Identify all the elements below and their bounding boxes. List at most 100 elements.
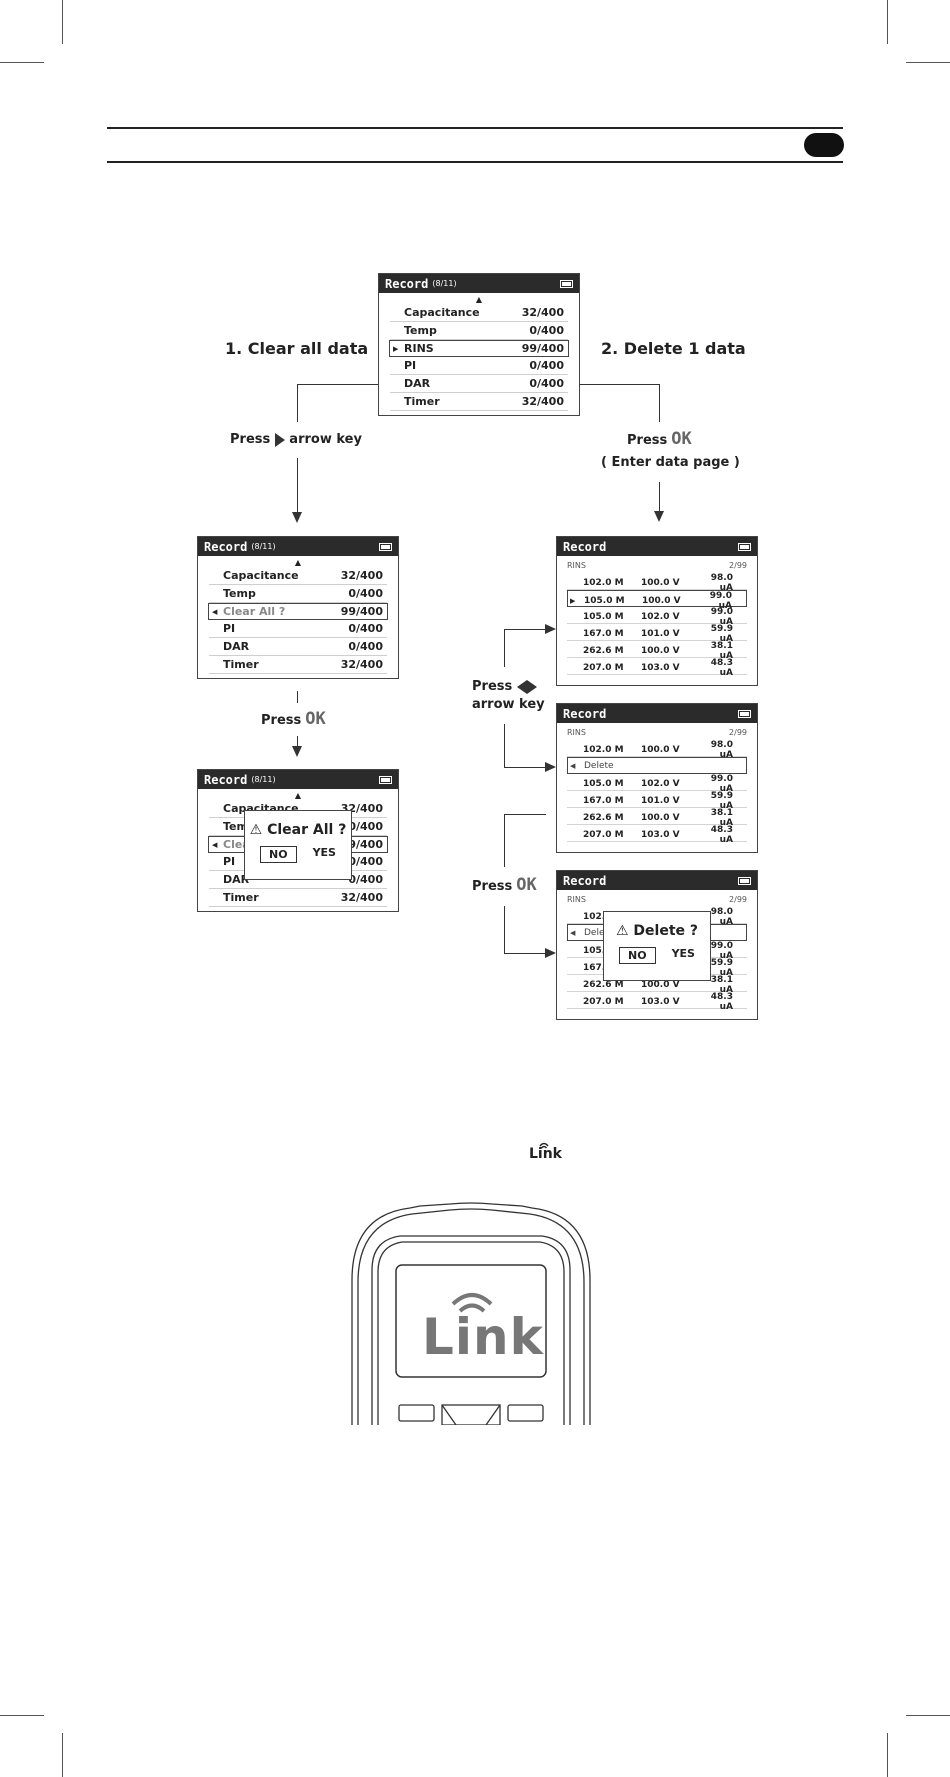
back-arrow-icon: ◀ bbox=[570, 761, 576, 770]
device-screen-logo: Link bbox=[422, 1308, 544, 1366]
step-clear-all-title: 1. Clear all data bbox=[225, 339, 369, 358]
no-button[interactable]: NO bbox=[260, 846, 297, 863]
crop-mark bbox=[62, 0, 63, 44]
step-delete-one-title: 2. Delete 1 data bbox=[601, 339, 746, 358]
page-counter: 2/99 bbox=[729, 728, 747, 737]
arrow-key-label: arrow key bbox=[472, 697, 545, 712]
screen-header: Record bbox=[557, 871, 757, 890]
rins-label: RINS bbox=[567, 728, 586, 737]
ok-key-icon: OK bbox=[516, 875, 537, 895]
screen-title: Record bbox=[204, 539, 248, 554]
screen-header: Record bbox=[557, 704, 757, 723]
battery-icon bbox=[738, 876, 751, 885]
select-arrow-icon: ▶ bbox=[570, 597, 576, 605]
connector-line bbox=[659, 482, 660, 511]
crop-mark bbox=[887, 0, 888, 44]
page-counter: 2/99 bbox=[729, 561, 747, 570]
screen-header: Record (8/11) bbox=[198, 537, 398, 556]
yes-button[interactable]: YES bbox=[312, 846, 336, 859]
arrow-down-icon bbox=[292, 512, 302, 523]
connector-line bbox=[504, 814, 546, 815]
header-rule-bottom bbox=[107, 161, 843, 163]
device-illustration: Link bbox=[350, 1200, 592, 1426]
battery-icon bbox=[738, 542, 751, 551]
connector-line bbox=[297, 384, 298, 422]
right-arrow-icon bbox=[526, 679, 537, 694]
crop-mark bbox=[62, 1733, 63, 1777]
ok-key-icon: OK bbox=[305, 709, 326, 729]
connector-line bbox=[659, 384, 660, 422]
crop-mark bbox=[906, 62, 950, 63]
clear-all-dialog: ⚠ Clear All ? NO YES bbox=[244, 810, 352, 880]
menu-item-clear-all[interactable]: ◀Clear All ?99/400 bbox=[208, 603, 388, 620]
right-arrow-icon bbox=[274, 432, 285, 447]
back-arrow-icon: ◀ bbox=[570, 928, 576, 937]
dialog-title: ⚠ Clear All ? bbox=[249, 822, 347, 838]
screen-subtitle: (8/11) bbox=[432, 279, 457, 288]
battery-icon bbox=[560, 279, 573, 288]
crop-mark bbox=[0, 1715, 44, 1716]
crop-mark bbox=[0, 62, 44, 63]
connector-line bbox=[504, 629, 546, 630]
connector-line bbox=[297, 458, 298, 513]
enter-data-page-label: ( Enter data page ) bbox=[601, 455, 740, 470]
dialog-title: ⚠ Delete ? bbox=[615, 923, 699, 939]
press-left-right-label: Press bbox=[472, 679, 537, 694]
connector-line bbox=[504, 629, 505, 667]
crop-mark bbox=[887, 1733, 888, 1777]
connector-line bbox=[297, 736, 298, 746]
page-tab-marker bbox=[804, 133, 844, 157]
battery-icon bbox=[379, 775, 392, 784]
rins-label: RINS bbox=[567, 561, 586, 570]
back-arrow-icon: ◀ bbox=[212, 607, 218, 616]
yes-button[interactable]: YES bbox=[671, 947, 695, 960]
connector-line bbox=[504, 724, 505, 767]
no-button[interactable]: NO bbox=[619, 947, 656, 964]
connector-line bbox=[504, 814, 505, 867]
arrow-right-icon bbox=[545, 762, 556, 772]
select-arrow-icon: ▶ bbox=[393, 344, 399, 353]
screen-subtitle: (8/11) bbox=[251, 542, 276, 551]
header-rule-top bbox=[107, 127, 843, 129]
screen-title: Record bbox=[563, 539, 607, 554]
screen-title: Record bbox=[563, 706, 607, 721]
delete-row[interactable]: ◀Delete bbox=[567, 757, 747, 774]
arrow-down-icon bbox=[654, 511, 664, 522]
delete-dialog: ⚠ Delete ? NO YES bbox=[603, 911, 711, 981]
scroll-up-icon: ▲ bbox=[475, 295, 483, 304]
battery-icon bbox=[379, 542, 392, 551]
link-logo-small: Link bbox=[526, 1138, 562, 1162]
crop-mark bbox=[906, 1715, 950, 1716]
